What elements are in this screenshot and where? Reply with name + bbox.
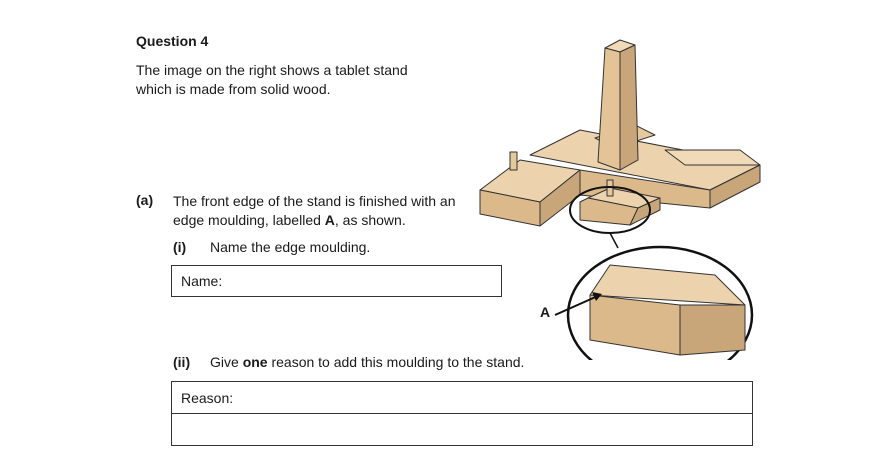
sub-i-label: (i) (173, 239, 187, 255)
label-a: A (540, 304, 551, 320)
name-answer-box[interactable]: Name: (171, 265, 502, 297)
name-answer-label: Name: (181, 273, 223, 289)
connector-line (609, 232, 619, 249)
part-a-text: The front edge of the stand is finished … (173, 192, 463, 230)
part-a-bold-letter: A (324, 212, 335, 228)
part-a-label: (a) (136, 192, 154, 208)
sub-i-text: Name the edge moulding. (210, 239, 371, 255)
part-a-text-start: The front edge of the stand is finished … (173, 193, 456, 228)
sub-ii-text-end: reason to add this moulding to the stand… (267, 354, 525, 370)
sub-ii-label: (ii) (173, 354, 191, 370)
sub-ii-text: Give one reason to add this moulding to … (210, 354, 524, 370)
sub-ii-bold-word: one (242, 354, 268, 370)
label-a-arrow (554, 294, 601, 316)
reason-answer-label: Reason: (181, 390, 234, 406)
sub-ii-text-start: Give (210, 354, 243, 370)
label-a-arrowhead (592, 292, 602, 301)
part-a-text-end: , as shown. (334, 212, 406, 228)
question-title: Question 4 (136, 33, 209, 49)
reason-answer-box[interactable]: Reason: (171, 381, 753, 446)
reason-box-divider (172, 413, 752, 414)
tablet-stand-illustration (479, 39, 761, 360)
question-intro: The image on the right shows a tablet st… (136, 62, 408, 97)
